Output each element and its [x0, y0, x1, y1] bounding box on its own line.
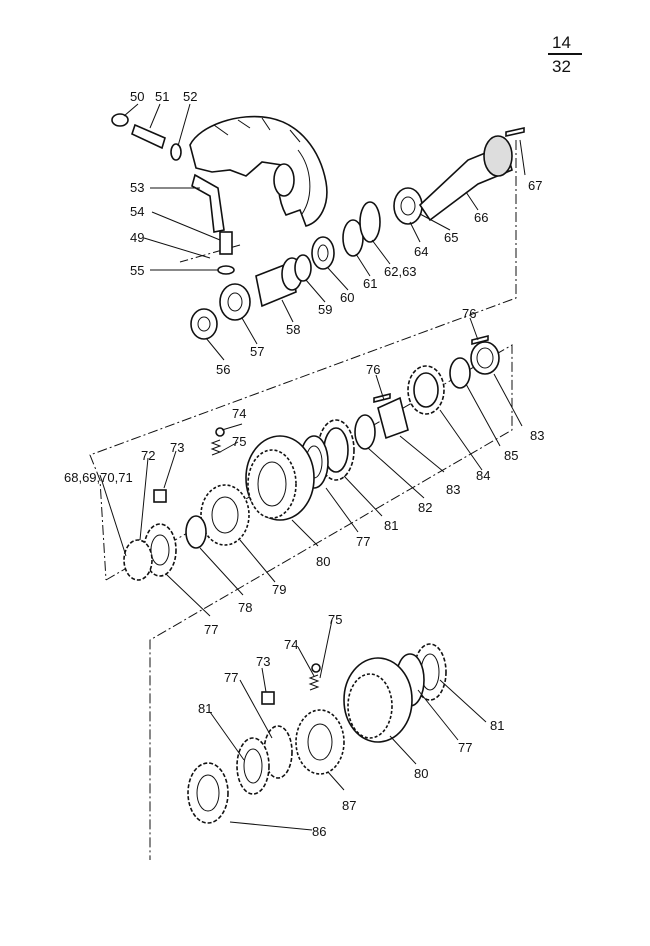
label-83-upper: 83 [530, 428, 544, 443]
label-73-lower: 73 [256, 654, 270, 669]
part-64-bearing [393, 187, 423, 225]
part-81-gear-c [236, 737, 270, 795]
label-68-71: 68,69,70,71 [64, 470, 133, 485]
part-84-gear [407, 365, 445, 415]
part-74-ball-b [311, 663, 321, 673]
label-84: 84 [476, 468, 490, 483]
label-61: 61 [363, 276, 377, 291]
label-77-middle-a: 77 [356, 534, 370, 549]
part-85-synchro [449, 357, 471, 389]
part-76-key-a [471, 334, 489, 346]
label-86: 86 [312, 824, 326, 839]
label-73-upper: 73 [170, 440, 184, 455]
label-59: 59 [318, 302, 332, 317]
label-83-lower: 83 [446, 482, 460, 497]
label-82: 82 [418, 500, 432, 515]
label-56: 56 [216, 362, 230, 377]
label-58: 58 [286, 322, 300, 337]
label-87: 87 [342, 798, 356, 813]
label-76-upper: 76 [462, 306, 476, 321]
label-62-63: 62,63 [384, 264, 417, 279]
part-75-spring-a [210, 439, 222, 456]
part-87-gear [295, 709, 345, 775]
label-50: 50 [130, 89, 144, 104]
label-81-lower-left: 81 [198, 701, 212, 716]
label-66: 66 [474, 210, 488, 225]
part-52-washer [170, 143, 182, 161]
label-53: 53 [130, 180, 144, 195]
label-67: 67 [528, 178, 542, 193]
leader-lines [99, 103, 526, 831]
part-73-block-a [153, 489, 167, 503]
label-85: 85 [504, 448, 518, 463]
part-67-key [505, 127, 525, 137]
label-78: 78 [238, 600, 252, 615]
part-53-pipe [191, 173, 225, 233]
part-51-pin [131, 123, 166, 150]
part-57-collar [219, 283, 251, 321]
label-74-lower: 74 [284, 637, 298, 652]
gearbox-housing [189, 115, 328, 227]
part-59-ring [294, 254, 312, 282]
part-74-ball-a [215, 427, 225, 437]
part-61-ring [342, 219, 364, 257]
axis-line-upper-a [179, 244, 241, 263]
part-86-gear [187, 762, 229, 824]
part-50-plug [111, 113, 129, 127]
label-65: 65 [444, 230, 458, 245]
label-74-upper: 74 [232, 406, 246, 421]
label-60: 60 [340, 290, 354, 305]
part-80-sleeve-a [245, 435, 315, 521]
axis-line-upper-b [89, 140, 517, 581]
page-number: 14 32 [548, 33, 582, 76]
label-79: 79 [272, 582, 286, 597]
label-51: 51 [155, 89, 169, 104]
label-75-upper: 75 [232, 434, 246, 449]
label-81-middle: 81 [384, 518, 398, 533]
label-64: 64 [414, 244, 428, 259]
part-62-63-ring [359, 201, 381, 243]
label-57: 57 [250, 344, 264, 359]
part-81-gear-a [317, 419, 355, 481]
page-number-current: 14 [552, 33, 571, 52]
part-82-ring [354, 414, 376, 450]
label-80-middle: 80 [316, 554, 330, 569]
part-83-bush [377, 396, 409, 440]
label-75-lower: 75 [328, 612, 342, 627]
page-number-total: 32 [552, 57, 571, 76]
axis-line-lower [105, 344, 513, 860]
label-77-lower-left: 77 [224, 670, 238, 685]
label-77-middle-b: 77 [204, 622, 218, 637]
part-76-key-b [373, 392, 391, 404]
label-49: 49 [130, 230, 144, 245]
part-55-oring [217, 265, 235, 275]
part-60-gear [311, 236, 335, 270]
part-80-sleeve-b [343, 657, 413, 743]
part-75-spring-b [308, 674, 320, 691]
part-73-block-b [261, 691, 275, 705]
part-72-gear [123, 539, 153, 581]
label-76-lower: 76 [366, 362, 380, 377]
part-54-nipple [219, 231, 233, 255]
part-78-ring [185, 515, 207, 549]
part-56-seal [190, 308, 218, 340]
label-72: 72 [141, 448, 155, 463]
part-labels: 50 51 52 53 54 49 55 56 57 58 59 60 61 6… [64, 89, 544, 839]
part-83-ring-a [470, 341, 500, 375]
label-77-lower-right: 77 [458, 740, 472, 755]
label-81-lower-right: 81 [490, 718, 504, 733]
label-55: 55 [130, 263, 144, 278]
assembly-axis-lines [89, 140, 517, 860]
label-52: 52 [183, 89, 197, 104]
part-79-gear [200, 484, 250, 546]
label-54: 54 [130, 204, 144, 219]
label-80-lower: 80 [414, 766, 428, 781]
part-66-shaft [418, 135, 513, 222]
part-58-sleeve [255, 257, 303, 308]
